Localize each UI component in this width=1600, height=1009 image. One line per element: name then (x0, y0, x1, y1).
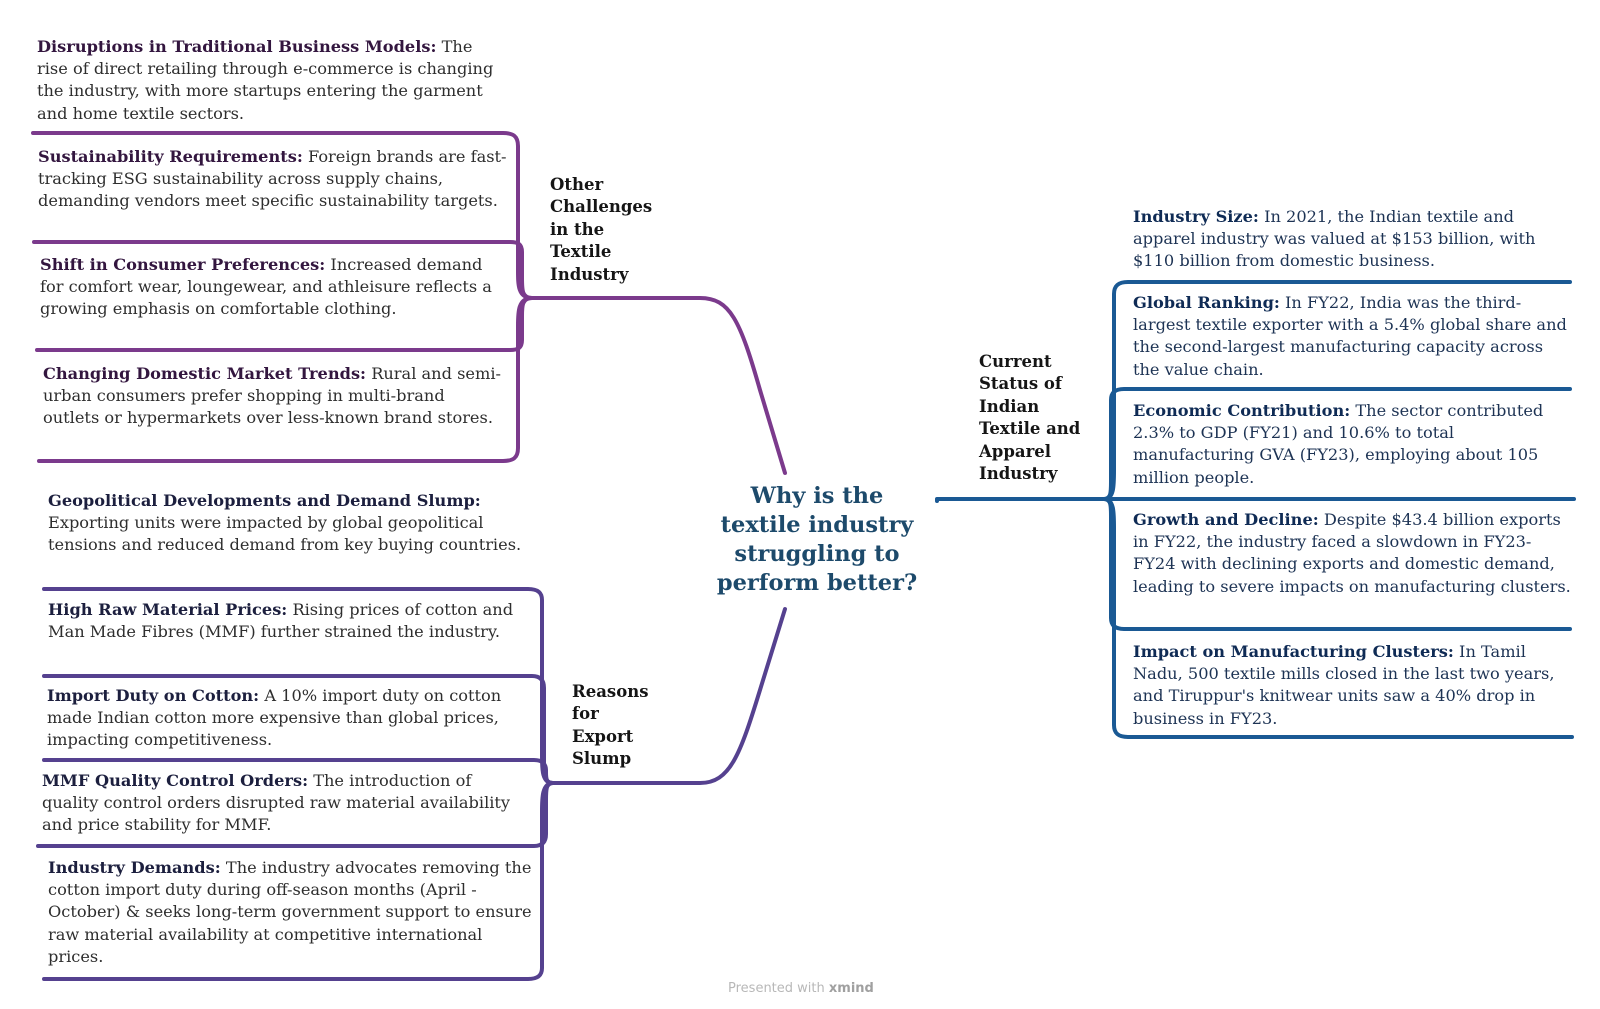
current-status-spoke-2 (1102, 387, 1572, 501)
current-status-main-line (935, 497, 1576, 503)
export-slump-main-line (551, 607, 787, 785)
item-text: The rise of direct retailing through e-c… (37, 37, 494, 123)
current-status-item-1[interactable]: Industry Size: In 2021, the Indian texti… (1133, 206, 1573, 273)
item-title: Industry Size: (1133, 207, 1259, 226)
item-text: In 2021, the Indian textile and apparel … (1133, 207, 1536, 271)
other-challenges-connectors (31, 131, 787, 475)
central-topic[interactable]: Why is the textile industry struggling t… (716, 483, 918, 596)
item-title: Growth and Decline: (1133, 510, 1319, 529)
branch-label-other-challenges[interactable]: Other Challenges in the Textile Industry (550, 175, 653, 284)
item-title: Industry Demands: (48, 858, 221, 877)
item-title: Global Ranking: (1133, 293, 1280, 312)
item-text: In Tamil Nadu, 500 textile mills closed … (1133, 642, 1555, 728)
other-challenges-item-1[interactable]: Disruptions in Traditional Business Mode… (37, 36, 507, 125)
footer-watermark: Presented with xmind (728, 981, 874, 996)
item-text: Rural and semi-urban consumers prefer sh… (43, 364, 501, 428)
current-status-item-5[interactable]: Impact on Manufacturing Clusters: In Tam… (1133, 641, 1573, 730)
other-challenges-main-line (530, 296, 787, 475)
item-title: Impact on Manufacturing Clusters: (1133, 642, 1454, 661)
item-title: Geopolitical Developments and Demand Slu… (48, 491, 481, 510)
export-slump-connectors (36, 587, 787, 981)
export-slump-spoke-5 (42, 781, 555, 981)
current-status-connectors (935, 280, 1576, 739)
footer-prefix: Presented with (728, 981, 825, 996)
export-slump-item-3[interactable]: Import Duty on Cotton: A 10% import duty… (47, 685, 537, 752)
item-text: Increased demand for comfort wear, loung… (40, 255, 492, 319)
item-title: Shift in Consumer Preferences: (40, 255, 326, 274)
item-text: The sector contributed 2.3% to GDP (FY21… (1133, 401, 1544, 487)
item-text: Rising prices of cotton and Man Made Fib… (48, 600, 514, 642)
item-text: In FY22, India was the third-largest tex… (1133, 293, 1567, 379)
item-title: High Raw Material Prices: (48, 600, 288, 619)
item-text: Despite $43.4 billion exports in FY22, t… (1133, 510, 1571, 596)
item-title: Import Duty on Cotton: (47, 686, 260, 705)
current-status-item-3[interactable]: Economic Contribution: The sector contri… (1133, 400, 1573, 489)
current-status-item-2[interactable]: Global Ranking: In FY22, India was the t… (1133, 292, 1573, 381)
item-title: Economic Contribution: (1133, 401, 1351, 420)
export-slump-item-2[interactable]: High Raw Material Prices: Rising prices … (48, 599, 534, 643)
current-status-item-4[interactable]: Growth and Decline: Despite $43.4 billio… (1133, 509, 1573, 598)
other-challenges-item-2[interactable]: Sustainability Requirements: Foreign bra… (38, 146, 508, 213)
item-text: The industry advocates removing the cott… (48, 858, 532, 966)
item-title: MMF Quality Control Orders: (42, 771, 309, 790)
item-text: The introduction of quality control orde… (42, 771, 511, 835)
export-slump-spoke-3 (42, 758, 555, 785)
item-text: Foreign brands are fast-tracking ESG sus… (38, 147, 507, 211)
other-challenges-spoke-2 (32, 240, 534, 300)
current-status-spoke-4 (1102, 497, 1574, 739)
item-text: A 10% import duty on cotton made Indian … (47, 686, 502, 750)
other-challenges-item-3[interactable]: Shift in Consumer Preferences: Increased… (40, 254, 505, 321)
item-title: Sustainability Requirements: (38, 147, 303, 166)
branch-label-export-slump[interactable]: Reasons for Export Slump (572, 682, 649, 769)
branch-label-current-status[interactable]: Current Status of Indian Textile and App… (979, 352, 1081, 484)
other-challenges-item-4[interactable]: Changing Domestic Market Trends: Rural a… (43, 363, 503, 430)
item-title: Disruptions in Traditional Business Mode… (37, 37, 437, 56)
export-slump-item-5[interactable]: Industry Demands: The industry advocates… (48, 857, 532, 968)
export-slump-item-1[interactable]: Geopolitical Developments and Demand Slu… (48, 490, 534, 557)
export-slump-item-4[interactable]: MMF Quality Control Orders: The introduc… (42, 770, 532, 837)
xmind-logo-text: xmind (828, 981, 874, 996)
item-title: Changing Domestic Market Trends: (43, 364, 367, 383)
item-text: Exporting units were impacted by global … (48, 513, 522, 555)
other-challenges-spoke-4 (37, 296, 534, 463)
